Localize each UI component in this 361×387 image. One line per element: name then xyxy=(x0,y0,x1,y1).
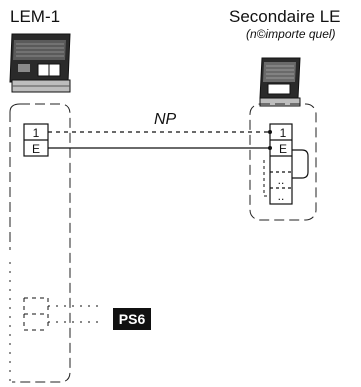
secondary-jumper xyxy=(292,149,309,179)
svg-text:..: .. xyxy=(278,189,285,203)
right-station-title: Secondaire LE xyxy=(229,7,341,26)
secondary-terminal-1: 1 xyxy=(280,126,287,140)
ps6-badge xyxy=(113,308,151,330)
ps6-terminal-block xyxy=(23,297,49,331)
lem1-station-icon xyxy=(9,33,71,93)
ps6-label: PS6 xyxy=(119,311,146,327)
secondary-enclosure xyxy=(249,103,317,221)
right-station-subtitle: (n©importe quel) xyxy=(246,27,336,41)
secondary-terminal-block: .. .. xyxy=(269,123,293,205)
lem1-terminal-block xyxy=(23,123,49,157)
lem1-enclosure xyxy=(12,103,71,383)
lem1-terminal-e: E xyxy=(32,142,40,156)
secondary-terminal-e: E xyxy=(279,142,287,156)
left-station-title: LEM-1 xyxy=(10,7,60,26)
lem1-terminal-1: 1 xyxy=(33,126,40,140)
secondary-station-icon xyxy=(259,57,301,107)
wire-label-np: NP xyxy=(154,111,177,128)
svg-text:..: .. xyxy=(278,173,285,187)
